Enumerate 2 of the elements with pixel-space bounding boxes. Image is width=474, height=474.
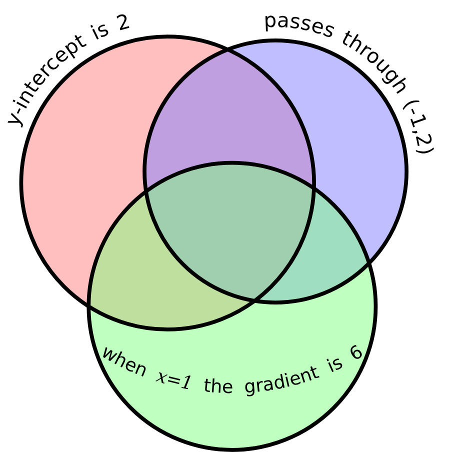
set-label: when x=1 the gradient is 6 — [98, 341, 367, 398]
set-circle — [86, 160, 378, 452]
